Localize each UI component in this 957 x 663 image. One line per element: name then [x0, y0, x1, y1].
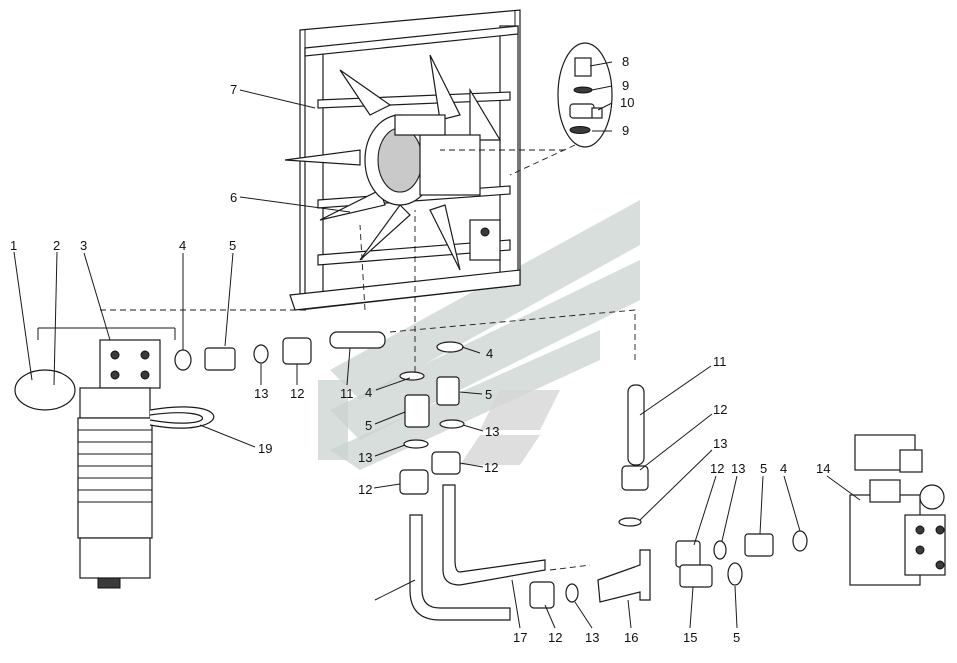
- callout-7: 7: [230, 82, 237, 97]
- detail-inset: [440, 42, 613, 176]
- callout-13: 13: [358, 450, 372, 465]
- callout-13: 13: [485, 424, 499, 439]
- callout-12: 12: [710, 461, 724, 476]
- callout-6: 6: [230, 190, 237, 205]
- callout-5: 5: [733, 630, 740, 645]
- callout-5: 5: [365, 418, 372, 433]
- callout-5: 5: [485, 387, 492, 402]
- callout-10: 10: [620, 95, 634, 110]
- callout-19: 19: [258, 441, 272, 456]
- callout-12: 12: [548, 630, 562, 645]
- callout-4: 4: [179, 238, 186, 253]
- callout-labels: 1 2 3 4 5 6 7 8 9 10 9 11 4 4 5 5 13 12 …: [10, 54, 830, 645]
- callout-12: 12: [713, 402, 727, 417]
- callout-4: 4: [486, 346, 493, 361]
- callout-12: 12: [358, 482, 372, 497]
- callout-1: 1: [10, 238, 17, 253]
- callout-4: 4: [365, 385, 372, 400]
- leader-lines: [13, 61, 861, 629]
- valve-block: [849, 434, 946, 586]
- callout-5: 5: [760, 461, 767, 476]
- fan-blades: [284, 54, 502, 271]
- callout-4: 4: [780, 461, 787, 476]
- callout-16: 16: [624, 630, 638, 645]
- callout-11: 11: [713, 354, 727, 369]
- callout-8: 8: [622, 54, 629, 69]
- pipe-17: [409, 484, 546, 621]
- callout-13: 13: [713, 436, 727, 451]
- callout-9: 9: [622, 123, 629, 138]
- callout-13: 13: [731, 461, 745, 476]
- callout-12: 12: [290, 386, 304, 401]
- filter-ribs: [78, 429, 152, 503]
- callout-13: 13: [254, 386, 268, 401]
- callout-5: 5: [229, 238, 236, 253]
- filter-assembly: [14, 327, 215, 589]
- callout-3: 3: [80, 238, 87, 253]
- callout-13: 13: [585, 630, 599, 645]
- fan-motor: [364, 114, 501, 261]
- right-fittings: [529, 384, 808, 609]
- callout-2: 2: [53, 238, 60, 253]
- callout-17: 17: [513, 630, 527, 645]
- callout-15: 15: [683, 630, 697, 645]
- callout-9: 9: [622, 78, 629, 93]
- fittings-row-left: [100, 309, 312, 371]
- callout-12: 12: [484, 460, 498, 475]
- callout-14: 14: [816, 461, 830, 476]
- center-fittings: [329, 210, 636, 495]
- callout-11: 11: [340, 386, 354, 401]
